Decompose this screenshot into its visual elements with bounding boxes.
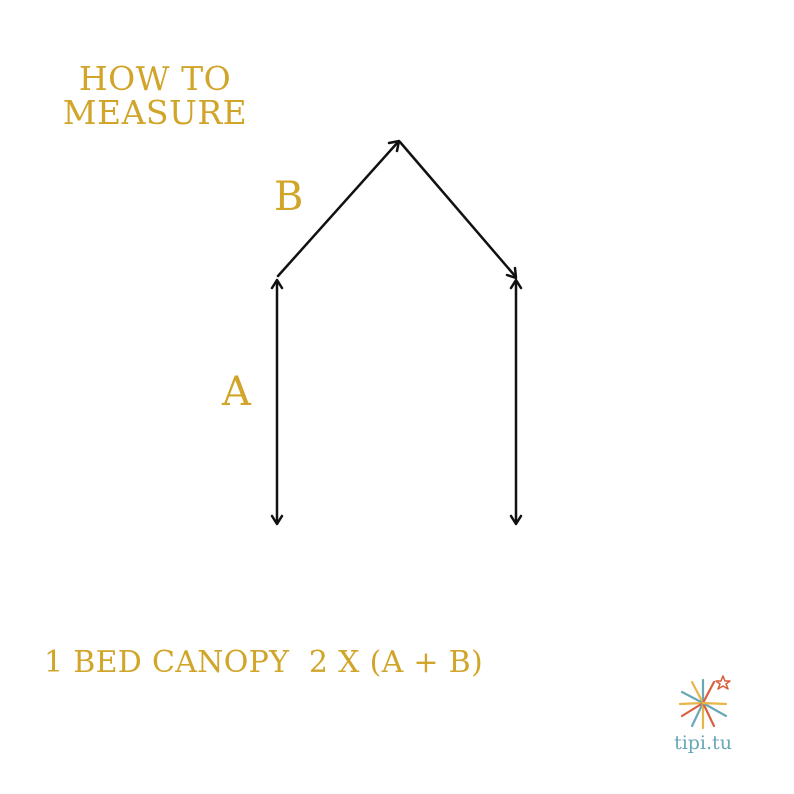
label-a: A	[222, 369, 251, 415]
title-line-1: HOW TO	[78, 59, 232, 98]
title-line-2: MEASURE	[62, 93, 248, 132]
tipi-logo-icon	[678, 675, 731, 730]
arrow-b-left	[276, 139, 401, 278]
page-title: HOW TO MEASURE	[60, 62, 250, 130]
logo-text: tipi.tu	[674, 732, 732, 754]
formula-text: 1 BED CANOPY 2 X (A + B)	[44, 645, 484, 680]
arrow-b-right	[398, 140, 518, 280]
arrow-a-right	[509, 278, 523, 526]
arrow-a-left	[270, 278, 284, 526]
label-b: B	[274, 174, 304, 220]
